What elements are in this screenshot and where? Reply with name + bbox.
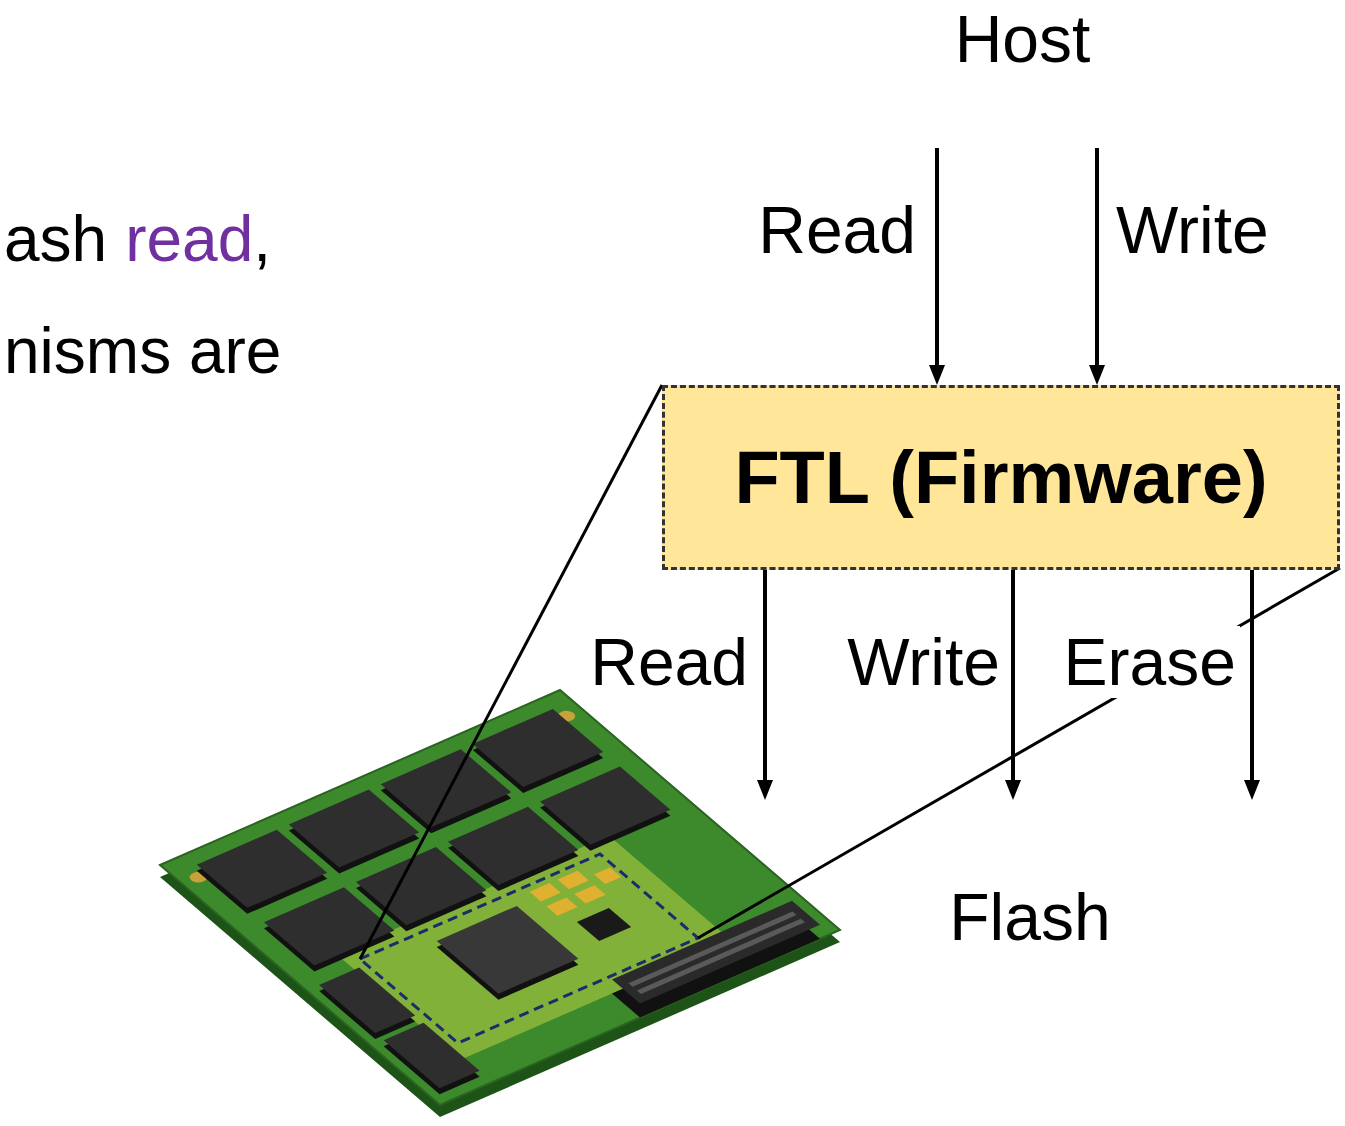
capacitor <box>574 885 605 903</box>
flash-node: Flash <box>755 800 1305 972</box>
slide-text: read <box>125 203 253 277</box>
memory-chip <box>264 887 394 965</box>
slide-text: nisms are <box>4 315 281 389</box>
memory-chip <box>319 968 415 1034</box>
edge-label: Write <box>1112 194 1273 267</box>
arrow-connector <box>1250 570 1254 784</box>
arrow-connector <box>1095 148 1099 369</box>
memory-chip <box>540 767 670 845</box>
slide-text: ash <box>4 203 107 277</box>
node-text: FTL (Firmware) <box>734 435 1267 520</box>
sata-connector <box>612 901 820 1004</box>
node-text: Flash <box>949 880 1110 956</box>
edge-label: Erase <box>1060 626 1240 699</box>
edge-label: Write <box>843 626 1004 699</box>
small-chip <box>577 908 631 941</box>
controller-chip <box>437 906 579 994</box>
node-text: Host <box>955 2 1091 78</box>
capacitor <box>530 883 561 901</box>
memory-chip <box>381 749 511 827</box>
connector-slot <box>637 919 805 994</box>
arrow-connector <box>1011 570 1015 784</box>
zoom-outline <box>360 854 698 1043</box>
capacitor <box>546 897 577 915</box>
memory-chip <box>197 830 327 908</box>
connector-slot <box>628 911 796 986</box>
ftl-box: FTL (Firmware) <box>662 385 1340 570</box>
capacitor <box>594 868 621 885</box>
circuit-board <box>160 690 840 1105</box>
memory-chip <box>384 1023 480 1089</box>
capacitor <box>558 871 589 889</box>
memory-chip <box>473 709 603 787</box>
host-node: Host <box>900 0 1145 148</box>
edge-label: Read <box>586 626 752 699</box>
arrow-connector <box>763 570 767 784</box>
slide-text: , <box>253 203 271 277</box>
arrow-connector <box>935 148 939 369</box>
edge-label: Read <box>754 194 920 267</box>
memory-chip <box>289 789 419 867</box>
